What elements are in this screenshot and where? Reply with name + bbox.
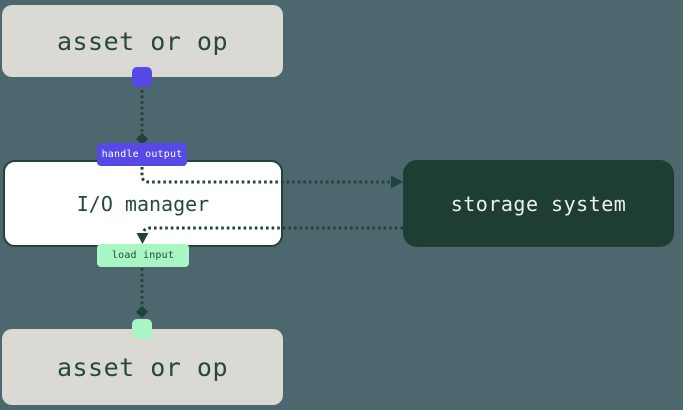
node-io-manager: I/O manager: [3, 160, 283, 247]
node-label: asset or op: [56, 352, 229, 382]
node-asset-or-op-bottom: asset or op: [2, 329, 283, 405]
node-asset-or-op-top: asset or op: [2, 5, 283, 77]
badge-label: handle output: [101, 149, 183, 160]
input-port-icon: [132, 319, 152, 339]
badge-label: load input: [111, 250, 175, 261]
node-storage-system: storage system: [403, 160, 674, 247]
diamond-icon: [136, 306, 148, 318]
node-label: asset or op: [56, 26, 229, 56]
badge-load-input: load input: [97, 244, 189, 267]
badge-handle-output: handle output: [97, 143, 187, 166]
node-label: I/O manager: [76, 191, 210, 216]
output-port-icon: [132, 67, 152, 87]
node-label: storage system: [450, 191, 627, 216]
arrowhead-right-icon: [391, 175, 403, 189]
